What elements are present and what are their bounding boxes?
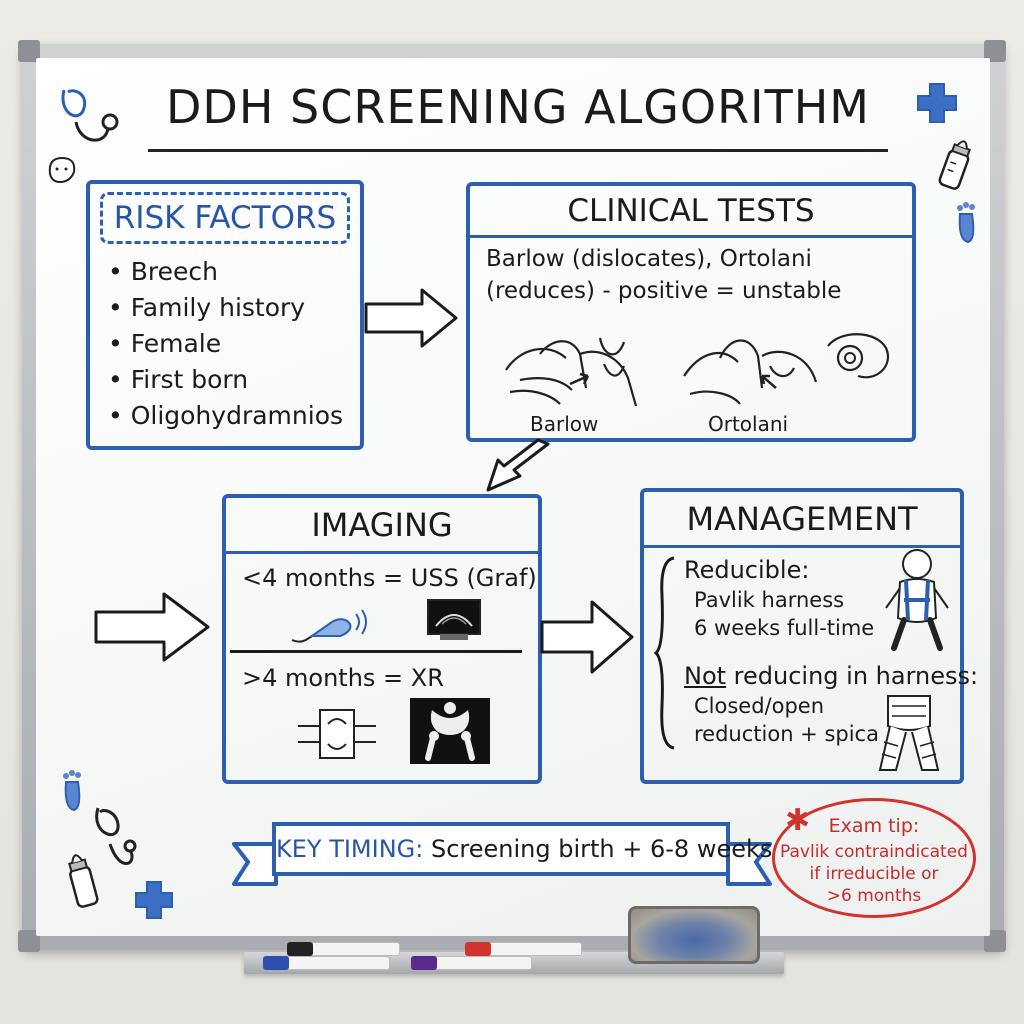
management-not-line1: Closed/open bbox=[694, 694, 825, 718]
imaging-divider bbox=[230, 650, 522, 653]
stethoscope-icon bbox=[95, 807, 137, 865]
red-marker[interactable] bbox=[465, 942, 582, 956]
management-reducible-label: Reducible: bbox=[684, 556, 810, 584]
management-heading: MANAGEMENT bbox=[644, 492, 960, 548]
list-item: Female bbox=[108, 326, 343, 362]
flow-arrow bbox=[364, 288, 458, 348]
management-box: MANAGEMENT bbox=[640, 488, 964, 784]
list-item: Breech bbox=[108, 254, 343, 290]
baby-bottle-icon bbox=[938, 140, 971, 190]
ortolani-maneuver-illustration bbox=[683, 333, 889, 405]
whiteboard-eraser[interactable] bbox=[628, 906, 760, 964]
frame-corner bbox=[984, 40, 1006, 62]
frame-corner bbox=[984, 930, 1006, 952]
footprint-icon bbox=[63, 770, 81, 812]
medical-cross-icon bbox=[135, 881, 173, 919]
curly-brace bbox=[653, 556, 675, 750]
risk-factors-box bbox=[86, 180, 364, 450]
imaging-heading: IMAGING bbox=[226, 498, 538, 554]
imaging-box: IMAGING bbox=[222, 494, 542, 784]
barlow-caption: Barlow bbox=[530, 412, 599, 436]
management-not-line2: reduction + spica bbox=[694, 722, 879, 746]
frame-corner bbox=[18, 930, 40, 952]
imaging-under4: <4 months = USS (Graf) bbox=[242, 564, 537, 592]
stethoscope-icon bbox=[61, 89, 119, 142]
purple-marker[interactable] bbox=[411, 956, 532, 970]
flow-arrow bbox=[486, 438, 550, 492]
management-not-reducing: Not reducing in harness: bbox=[684, 662, 978, 690]
exam-tip-text: Pavlik contraindicated if irreducible or… bbox=[780, 842, 968, 906]
spica-cast-icon bbox=[878, 695, 940, 771]
frame-corner bbox=[18, 40, 40, 62]
clinical-tests-heading: CLINICAL TESTS bbox=[470, 186, 912, 238]
ortolani-caption: Ortolani bbox=[708, 412, 789, 436]
black-marker[interactable] bbox=[287, 942, 400, 956]
clinical-tests-line2: (reduces) - positive = unstable bbox=[486, 278, 842, 304]
management-reducible-line1: Pavlik harness bbox=[694, 588, 845, 612]
ultrasound-probe-icon bbox=[291, 609, 367, 643]
hip-joint-diagram-icon bbox=[298, 709, 376, 759]
banner-ribbon bbox=[232, 842, 772, 886]
flow-arrow bbox=[94, 592, 210, 662]
list-item: Family history bbox=[108, 290, 343, 326]
blue-marker[interactable] bbox=[263, 956, 390, 970]
board-title: DDH SCREENING ALGORITHM bbox=[148, 80, 888, 152]
risk-factors-list: Breech Family history Female First born … bbox=[108, 254, 343, 434]
baby-face-doodle bbox=[48, 156, 76, 184]
medical-cross-icon bbox=[917, 83, 957, 123]
footprint-icon bbox=[957, 202, 975, 244]
imaging-over4: >4 months = XR bbox=[242, 664, 444, 692]
clinical-tests-box: CLINICAL TESTS bbox=[466, 182, 916, 442]
flow-arrow bbox=[540, 600, 634, 674]
list-item: Oligohydramnios bbox=[108, 398, 343, 434]
clinical-tests-line1: Barlow (dislocates), Ortolani bbox=[486, 246, 812, 272]
key-timing-text: Screening birth + 6-8 weeks bbox=[423, 835, 773, 863]
management-not-word: Not bbox=[684, 662, 727, 690]
key-timing-banner: KEY TIMING: Screening birth + 6-8 weeks bbox=[272, 822, 772, 876]
management-reducible-line2: 6 weeks full-time bbox=[694, 616, 875, 640]
management-not-rest: reducing in harness: bbox=[726, 662, 979, 690]
exam-tip-callout: ✱ Exam tip: Pavlik contraindicated if ir… bbox=[772, 798, 976, 918]
risk-factors-heading: RISK FACTORS bbox=[100, 192, 350, 244]
key-timing-label: KEY TIMING: bbox=[276, 835, 424, 863]
exam-tip-label: Exam tip: bbox=[828, 815, 920, 837]
ultrasound-monitor-icon bbox=[427, 599, 481, 640]
baby-harness-icon bbox=[885, 549, 949, 651]
xray-pelvis-icon bbox=[410, 698, 490, 764]
baby-bottle-icon bbox=[68, 854, 99, 908]
list-item: First born bbox=[108, 362, 343, 398]
barlow-maneuver-illustration bbox=[505, 337, 638, 407]
asterisk-icon: ✱ bbox=[785, 803, 811, 838]
